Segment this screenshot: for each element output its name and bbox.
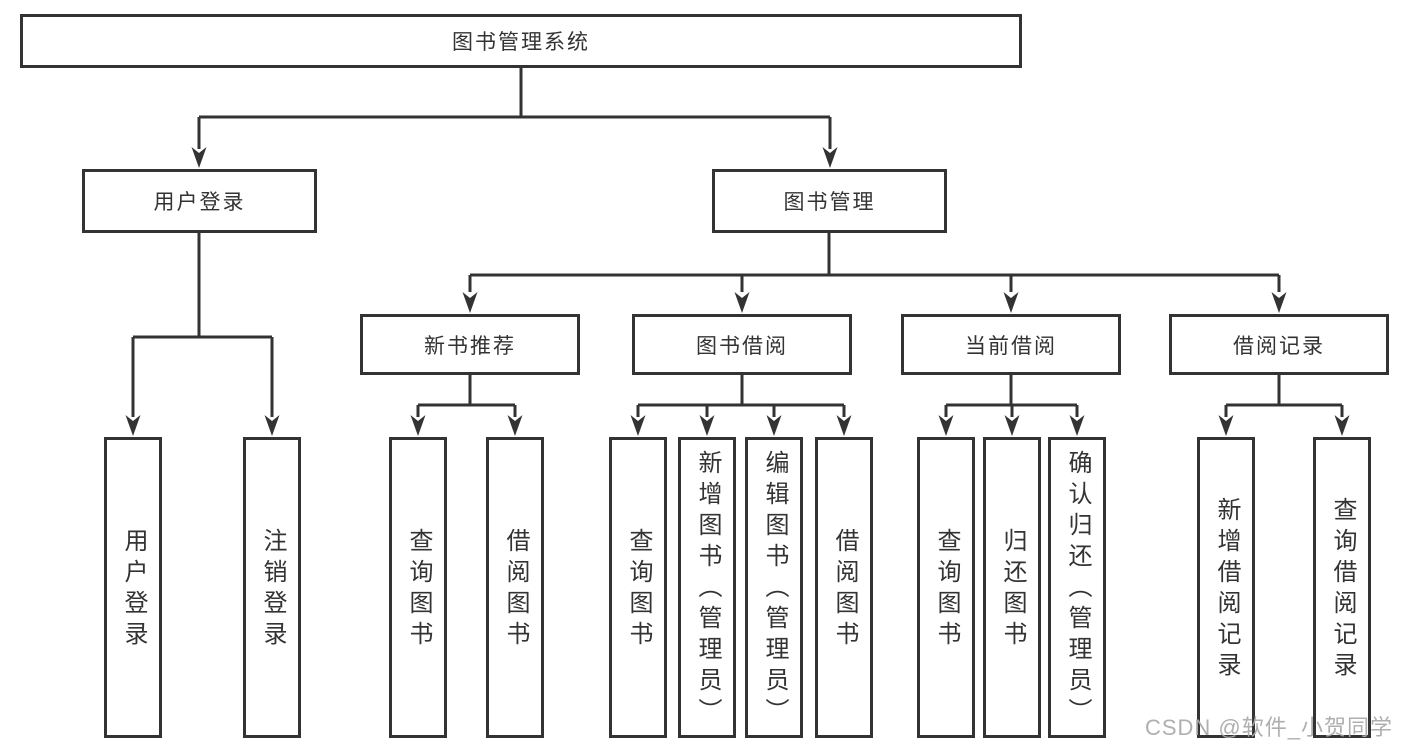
leaf-user-login: 用户登录 <box>104 437 162 738</box>
node-borrowing-records: 借阅记录 <box>1169 314 1389 375</box>
leaf-borrow-books: 借阅图书 <box>815 437 873 738</box>
node-library-management-system: 图书管理系统 <box>20 14 1022 68</box>
node-book-management: 图书管理 <box>712 169 947 233</box>
node-new-book-recommend: 新书推荐 <box>360 314 580 375</box>
leaf-query-borrow-record: 查询借阅记录 <box>1313 437 1371 738</box>
leaf-edit-book-admin: 编辑图书（管理员） <box>745 437 803 738</box>
leaf-return-book: 归还图书 <box>983 437 1041 738</box>
leaf-query-books-borrow: 查询图书 <box>609 437 667 738</box>
leaf-logout: 注销登录 <box>243 437 301 738</box>
leaf-query-books-recommend: 查询图书 <box>389 437 447 738</box>
leaf-borrow-books-recommend: 借阅图书 <box>486 437 544 738</box>
leaf-query-books-current: 查询图书 <box>917 437 975 738</box>
node-user-login: 用户登录 <box>82 169 317 233</box>
leaf-add-borrow-record: 新增借阅记录 <box>1197 437 1255 738</box>
leaf-add-book-admin: 新增图书（管理员） <box>678 437 736 738</box>
node-book-borrowing: 图书借阅 <box>632 314 852 375</box>
node-current-borrowing: 当前借阅 <box>901 314 1121 375</box>
leaf-confirm-return-admin: 确认归还（管理员） <box>1048 437 1106 738</box>
csdn-watermark: CSDN @软件_小贺同学 <box>1144 715 1393 740</box>
